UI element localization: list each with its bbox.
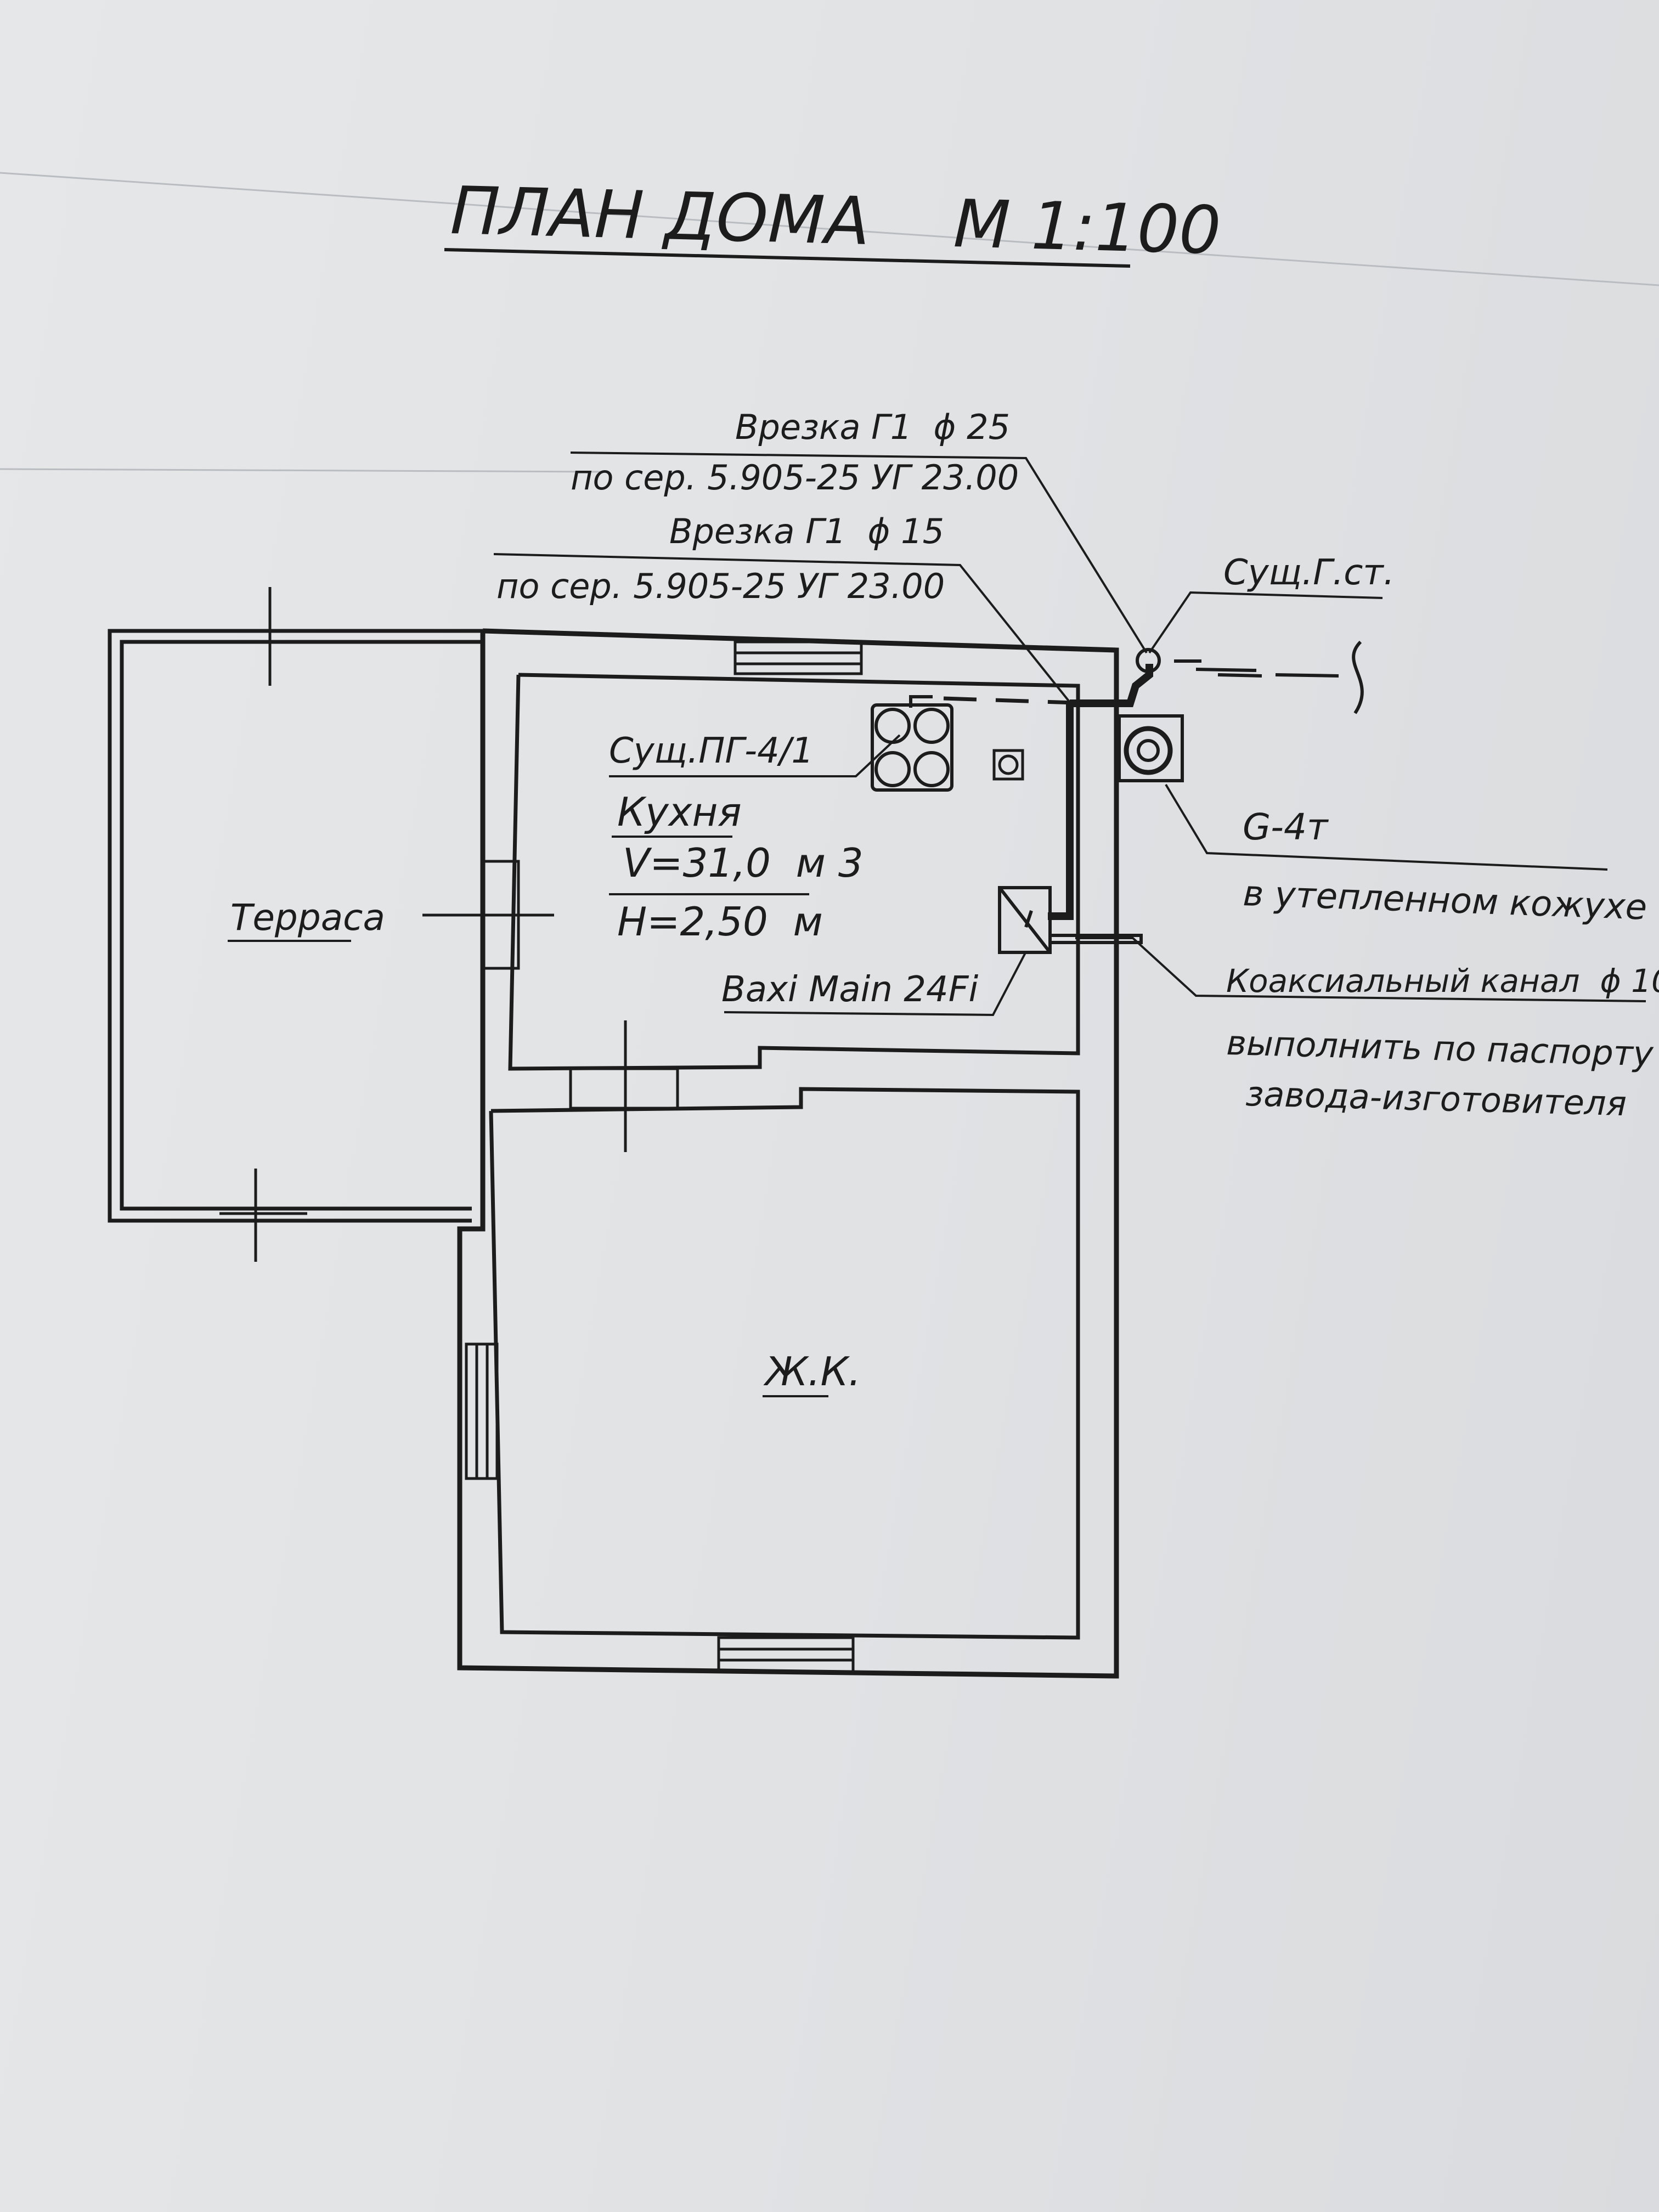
living-room-window-left [465, 1342, 499, 1480]
terrace-kitchen-door [481, 860, 520, 970]
kitchen-height: H=2,50 м [617, 899, 823, 945]
coax-note-line-1: выполнить по паспорту [1226, 1023, 1655, 1074]
kitchen-living-door [569, 1020, 679, 1152]
living-room-inner-walls [489, 1087, 1080, 1640]
gas-meter-label: G-4т [1243, 806, 1329, 848]
kitchen-window [733, 640, 863, 675]
vrezka-15-series: по сер. 5.905-25 УГ 23.00 [496, 566, 945, 606]
living-room-window-bottom [717, 1636, 855, 1673]
title-underline [444, 248, 1131, 268]
house-outer-walls [457, 628, 1119, 1679]
drawing-title: ПЛАН ДОМА М 1:100 [449, 173, 1222, 269]
existing-gas-pipe-label: Сущ.Г.ст. [1223, 552, 1395, 593]
boiler-label: Baxi Main 24Fi [721, 969, 979, 1010]
kitchen-inner-walls [508, 673, 1080, 1071]
existing-gas-line [1136, 640, 1364, 714]
vent-channel-icon [992, 749, 1024, 781]
meter-housing-label: в утепленном кожухе [1242, 873, 1647, 928]
coax-note-line-2: завода-изготовителя [1245, 1074, 1627, 1124]
callout-leaders [493, 452, 1646, 1017]
terrace-walls [108, 629, 483, 1223]
gas-pipe [909, 664, 1153, 920]
existing-stove-label: Сущ.ПГ-4/1 [609, 731, 814, 771]
terrace-openings [219, 587, 554, 1262]
kitchen-volume: V=31,0 м 3 [623, 840, 864, 886]
vrezka-25-series: по сер. 5.905-25 УГ 23.00 [571, 458, 1019, 498]
gas-stove-icon [871, 703, 953, 792]
vrezka-15-label: Врезка Г1 ϕ 15 [669, 511, 944, 551]
kitchen-name: Кухня [617, 789, 742, 835]
sheet-lines [0, 172, 1659, 473]
coax-channel-label: Коаксиальный канал ϕ 100/60 [1226, 962, 1659, 1000]
living-room-label: Ж.К. [763, 1348, 861, 1395]
vrezka-25-label: Врезка Г1 ϕ 25 [735, 407, 1010, 447]
gas-meter-icon [1118, 714, 1184, 782]
terrace-label: Терраса [230, 896, 385, 939]
